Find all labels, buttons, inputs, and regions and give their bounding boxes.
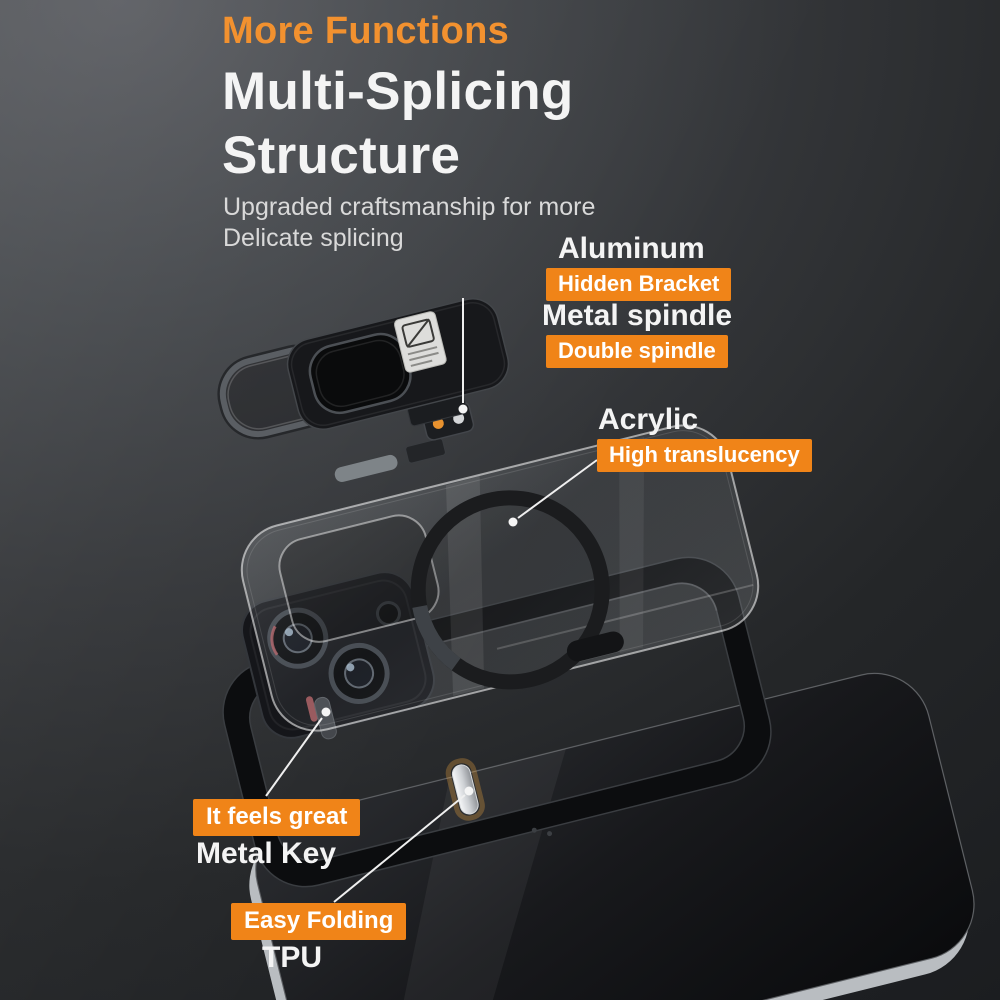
- callout-metal-key-title: Metal Key: [196, 837, 337, 870]
- eyebrow-heading: More Functions: [222, 10, 510, 52]
- callout-aluminum-title: Aluminum: [558, 232, 705, 265]
- metal-key-glow: [445, 758, 485, 821]
- callout-acrylic-badge: High translucency: [597, 439, 812, 472]
- title-line-1: Multi-Splicing: [222, 62, 574, 121]
- connector-dot: [458, 404, 468, 414]
- callout-aluminum-badge: Hidden Bracket: [546, 268, 732, 301]
- subtitle: Upgraded craftsmanship for more Delicate…: [223, 192, 595, 254]
- mic-hole: [547, 831, 553, 837]
- subtitle-line-2: Delicate splicing: [223, 224, 404, 252]
- phone-back: [255, 672, 975, 1000]
- callout-metal-spindle-title: Metal spindle: [542, 299, 733, 332]
- acrylic-back-plate: [240, 424, 760, 732]
- mic-hole: [531, 827, 537, 833]
- connector-tpu: [333, 794, 466, 903]
- see-through-edge-line: [496, 583, 754, 650]
- warning-sticker: [393, 311, 447, 373]
- connector-metal-key: [265, 717, 323, 797]
- spindle-flap: [405, 438, 446, 464]
- callout-metal-key-badge: It feels great: [193, 799, 361, 836]
- connector-acrylic: [517, 459, 598, 519]
- acrylic-camera-opening: [278, 514, 440, 643]
- callout-metal-spindle-badge: Double spindle: [546, 335, 728, 368]
- acrylic-reflection: [619, 436, 645, 654]
- magsafe-alignment-bar: [566, 631, 624, 662]
- magsafe-ring-sheen: [410, 490, 610, 690]
- subtitle-line-1: Upgraded craftsmanship for more: [223, 193, 596, 221]
- connector-dot: [508, 517, 518, 527]
- callout-tpu-title: TPU: [262, 941, 322, 974]
- title-line-2: Structure: [222, 126, 461, 185]
- connector-dot: [464, 786, 474, 796]
- acrylic-reflection: [445, 475, 485, 696]
- callout-tpu-badge: Easy Folding: [231, 903, 407, 940]
- callout-connectors: [265, 298, 598, 903]
- callout-acrylic-title: Acrylic: [598, 403, 699, 436]
- hidden-bracket-pill: [334, 454, 398, 483]
- connector-dot: [321, 707, 331, 717]
- aluminum-bracket-plate: [286, 298, 510, 430]
- page-title: Multi-Splicing Structure: [222, 60, 574, 188]
- phone-edge-highlight: [254, 672, 975, 1000]
